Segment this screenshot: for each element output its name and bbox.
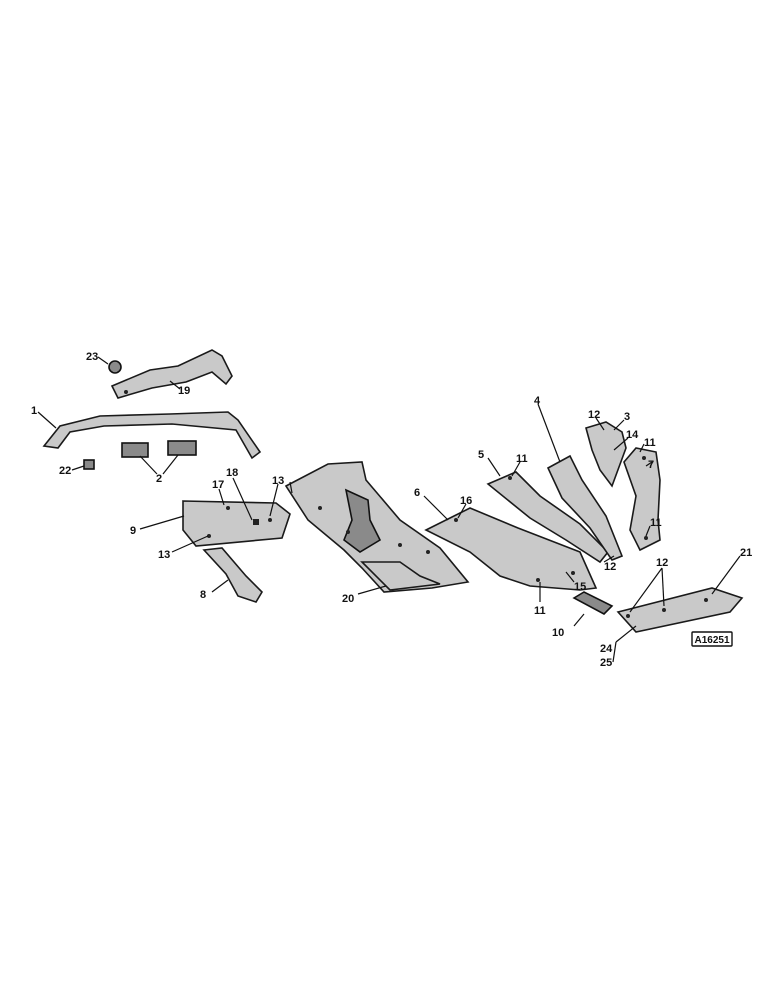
callout-11-top: 11 (644, 437, 656, 449)
callout-7: 7 (648, 459, 654, 471)
part-9-plate (182, 500, 291, 547)
part-7-piece (623, 447, 661, 552)
callout-9: 9 (130, 525, 136, 537)
part-6-moldboard (424, 507, 598, 591)
callout-19: 19 (178, 385, 190, 397)
callout-4: 4 (534, 395, 541, 407)
part-23-nut (108, 360, 122, 374)
part-3-piece (585, 421, 627, 488)
callout-5: 5 (478, 449, 484, 461)
part-1-beam (42, 411, 262, 460)
callout-11-moldboard: 11 (534, 605, 546, 617)
callout-1: 1 (31, 405, 37, 417)
callout-25: 25 (600, 657, 612, 669)
callout-17: 17 (212, 479, 224, 491)
reference-code-box: A16251 (691, 631, 733, 647)
callout-16: 16 (460, 495, 472, 507)
part-19-bracket (110, 349, 233, 399)
callout-12-mid: 12 (604, 561, 616, 573)
callout-8: 8 (200, 589, 206, 601)
callout-2: 2 (156, 473, 162, 485)
callout-12-share: 12 (656, 557, 668, 569)
part-20-frog (284, 461, 470, 593)
reference-code: A16251 (694, 635, 729, 646)
part-8-strap (202, 547, 264, 603)
part-22-nut (83, 459, 95, 470)
callout-14: 14 (626, 429, 639, 441)
callout-10: 10 (552, 627, 564, 639)
callout-23: 23 (86, 351, 98, 363)
callouts: 23 19 1 22 2 9 17 18 13 13 8 20 6 16 5 1… (31, 351, 752, 669)
callout-20: 20 (342, 593, 354, 605)
part-2-clips (121, 440, 197, 458)
callout-24: 24 (600, 643, 613, 655)
callout-13-left: 13 (158, 549, 170, 561)
leader-lines (37, 356, 741, 663)
part-4-landside (546, 454, 624, 561)
callout-21: 21 (740, 547, 752, 559)
callout-12-top: 12 (588, 409, 600, 421)
callout-18: 18 (226, 467, 238, 479)
callout-15: 15 (574, 581, 586, 593)
callout-13-right: 13 (272, 475, 284, 487)
part-21-share (616, 587, 744, 633)
callout-11-shin: 11 (516, 453, 528, 465)
part-10-bar (572, 591, 614, 615)
callout-3: 3 (624, 411, 630, 423)
callout-6: 6 (414, 487, 420, 499)
callout-11-lower: 11 (650, 517, 662, 529)
callout-22: 22 (59, 465, 71, 477)
